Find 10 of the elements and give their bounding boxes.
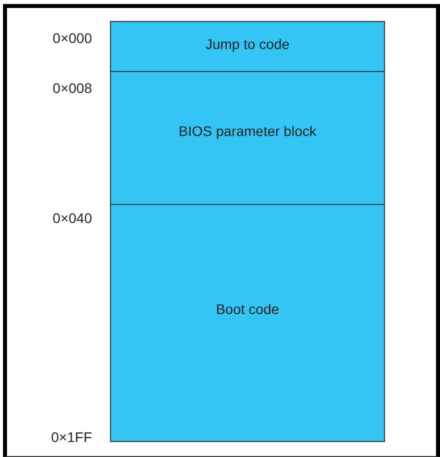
memory-region-box <box>110 21 385 72</box>
region-label: BIOS parameter block <box>178 123 316 141</box>
region-label: Jump to code <box>205 36 290 54</box>
memory-region-box <box>110 71 385 205</box>
region-label: Boot code <box>216 301 280 319</box>
address-label: 0×1FF <box>51 429 92 445</box>
address-label: 0×008 <box>52 80 92 96</box>
memory-region-box <box>110 204 385 442</box>
address-label: 0×000 <box>52 30 92 46</box>
address-label: 0×040 <box>52 210 92 226</box>
